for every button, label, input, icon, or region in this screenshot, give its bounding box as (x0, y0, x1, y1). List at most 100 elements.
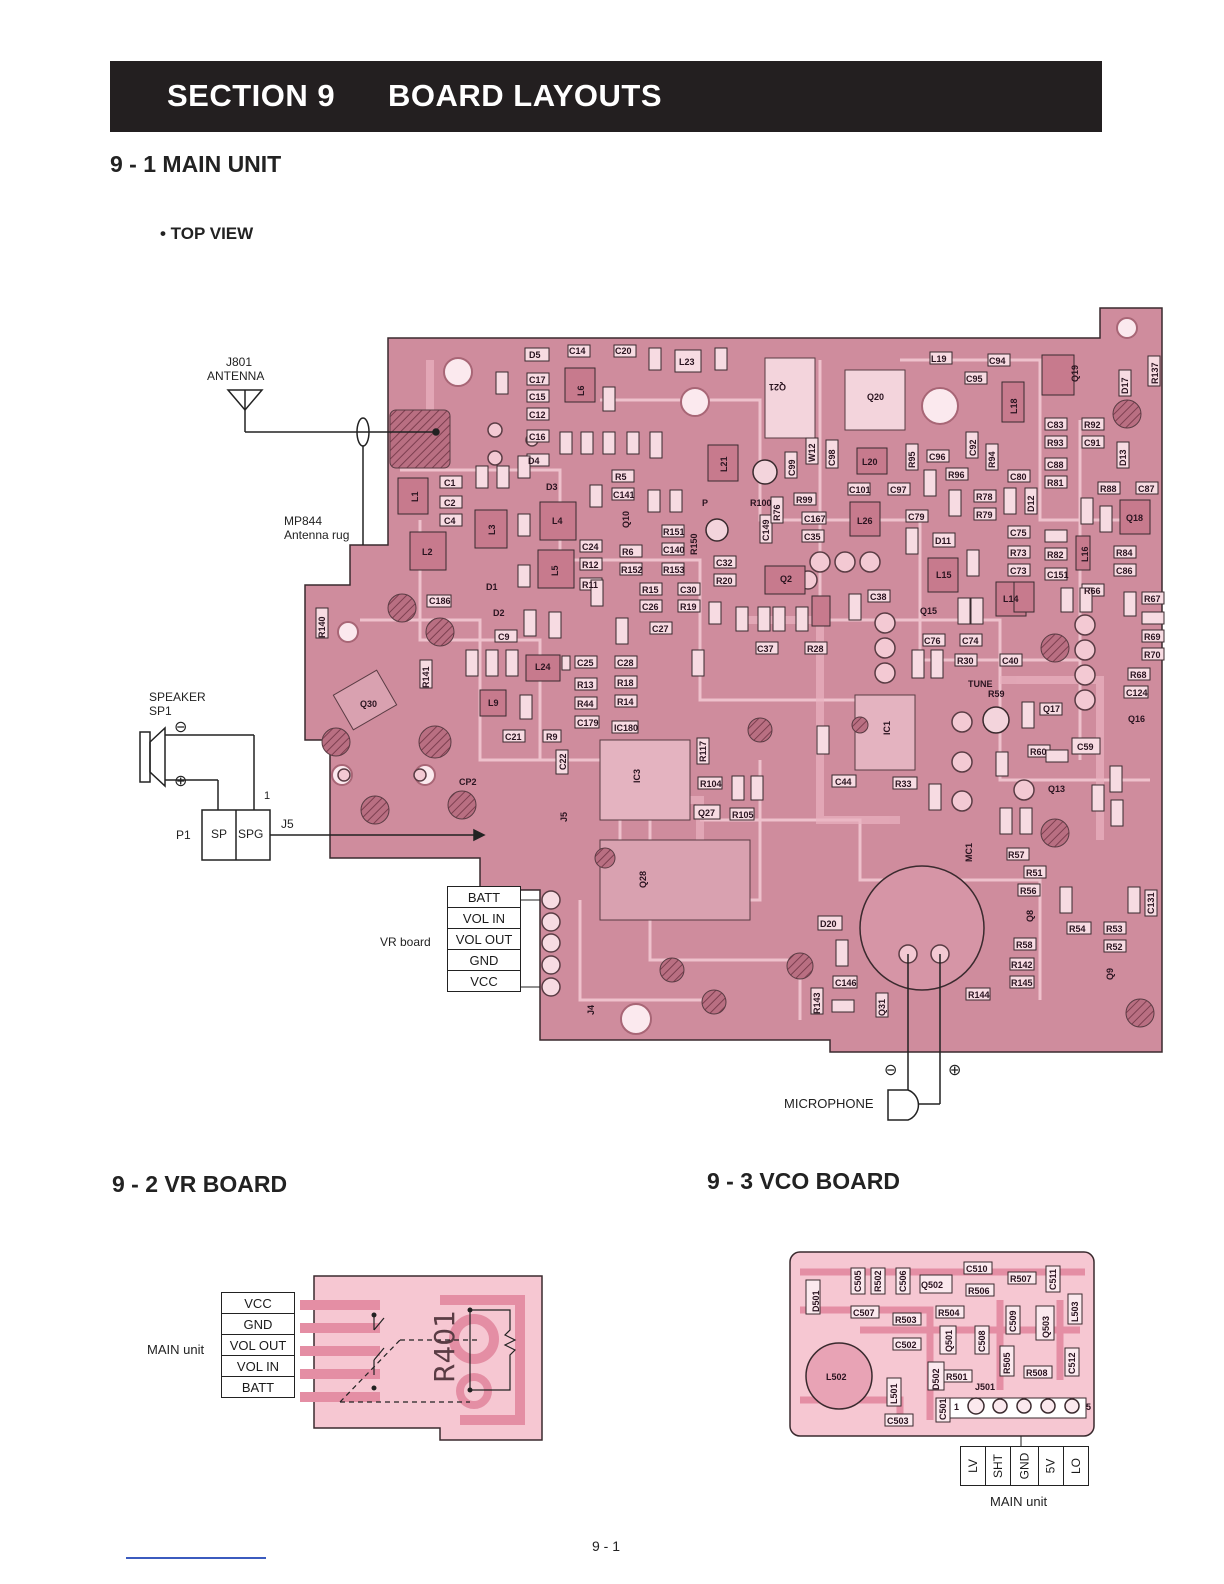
c74-label: C74 (962, 636, 979, 646)
c25-label: C25 (577, 658, 594, 668)
r60-label: R60 (1030, 747, 1047, 757)
c83-label: C83 (1047, 420, 1064, 430)
r19-label: R19 (680, 602, 697, 612)
w12-label: W12 (807, 443, 817, 462)
r82-label: R82 (1047, 550, 1064, 560)
vr-board-illustration: R401 (300, 1275, 543, 1441)
vco-board-heading: 9 - 3 VCO BOARD (707, 1168, 900, 1194)
vr-main-pin-gnd: GND (221, 1313, 295, 1335)
r104-label: R104 (700, 779, 722, 789)
c98-label: C98 (827, 449, 837, 466)
r59-label: R59 (988, 689, 1005, 699)
c86-label: C86 (1116, 566, 1133, 576)
vr-main-pin-batt: BATT (221, 1376, 295, 1398)
d20-label: D20 (820, 919, 837, 929)
l16-label: L16 (1080, 546, 1090, 562)
speaker-plus-icon: ⊕ (174, 773, 188, 790)
c167-label: C167 (804, 514, 826, 524)
vco-main-unit-label: MAIN unit (990, 1494, 1048, 1509)
q30-area (332, 669, 398, 731)
c28-label: C28 (617, 658, 634, 668)
c59-label: C59 (1077, 742, 1094, 752)
r150-pot (705, 518, 729, 542)
antenna-name: ANTENNA (207, 369, 265, 383)
speaker-name: SPEAKER (149, 690, 206, 704)
r93-label: R93 (1047, 438, 1064, 448)
c141-label: C141 (613, 490, 635, 500)
r508-label: R508 (1026, 1368, 1048, 1378)
vr-main-pin-vcc: VCC (221, 1292, 295, 1314)
c12-label: C12 (529, 410, 546, 420)
c131-label: C131 (1146, 892, 1156, 914)
c508-label: C508 (977, 1330, 987, 1352)
c80-label: C80 (1010, 472, 1027, 482)
q502-label: Q502 (921, 1280, 943, 1290)
page-number: 9 - 1 (592, 1538, 621, 1554)
ic3-label: IC3 (632, 769, 642, 783)
c21-label: C21 (505, 732, 522, 742)
vr-pin-vol-out: VOL OUT (447, 928, 521, 950)
d17-label: D17 (1120, 377, 1130, 394)
r99-label: R99 (796, 495, 813, 505)
q18-label: Q18 (1126, 513, 1143, 523)
c149-label: C149 (761, 519, 771, 541)
r54-label: R54 (1069, 924, 1086, 934)
l26-label: L26 (857, 516, 873, 526)
r13-label: R13 (577, 680, 594, 690)
r117-label: R117 (698, 741, 708, 762)
speaker-ref: SP1 (149, 704, 172, 718)
vr-board-pin-table: BATT VOL IN VOL OUT GND VCC (447, 886, 521, 992)
section-title: BOARD LAYOUTS (388, 78, 663, 113)
r28-label: R28 (807, 644, 824, 654)
r58-label: R58 (1016, 940, 1033, 950)
antenna-rug-ref: MP844 (284, 514, 323, 528)
top-view-label: • TOP VIEW (160, 224, 254, 243)
microphone-label: MICROPHONE (784, 1096, 874, 1111)
q21-label: Q21 (769, 382, 786, 392)
q28-label: Q28 (638, 871, 648, 888)
mc1-label: MC1 (964, 843, 974, 862)
ic3-area (599, 739, 691, 821)
vr-board-heading: 9 - 2 VR BOARD (112, 1171, 288, 1197)
board-reference-labels: TUNE CP2 MC1 J5 J4 P Q30 Q20 Q21 Q28 IC1… (317, 346, 1161, 1016)
r105-label: R105 (732, 810, 754, 820)
l23-label: L23 (679, 357, 695, 367)
vco-main-pin-table: LV SHT GND 5V LO (960, 1446, 1089, 1486)
mic-plus-icon: ⊕ (948, 1062, 962, 1079)
r84-label: R84 (1116, 548, 1133, 558)
r96-label: R96 (948, 470, 965, 480)
vr-main-pin-vol-out: VOL OUT (221, 1334, 295, 1356)
vco-reference-labels: D501 C505 R502 C506 Q502 C510 R506 R507 … (811, 1264, 1091, 1426)
r68-label: R68 (1130, 670, 1147, 680)
antenna-symbol (226, 389, 440, 545)
l2-label: L2 (422, 547, 433, 557)
c1-label: C1 (444, 478, 456, 488)
spg-pin-label: SPG (238, 827, 264, 841)
c179-label: C179 (577, 718, 599, 728)
ic1-label: IC1 (882, 721, 892, 735)
c101-label: C101 (849, 485, 871, 495)
c32-label: C32 (716, 558, 733, 568)
section-banner: SECTION 9 BOARD LAYOUTS (110, 61, 1102, 132)
c186-label: C186 (429, 596, 451, 606)
r81-label: R81 (1047, 478, 1064, 488)
c87-label: C87 (1138, 484, 1155, 494)
c35-label: C35 (804, 532, 821, 542)
c99-label: C99 (787, 459, 797, 476)
c509-label: C509 (1008, 1310, 1018, 1332)
r502-label: R502 (873, 1270, 883, 1292)
r11-label: R11 (582, 580, 598, 590)
speaker-minus-icon: ⊖ (174, 719, 188, 736)
component-boxes (426, 344, 1165, 1013)
c9-label: C9 (498, 632, 510, 642)
r145-label: R145 (1011, 978, 1033, 988)
c75-label: C75 (1010, 528, 1027, 538)
l503-label: L503 (1070, 1301, 1080, 1322)
c16-label: C16 (529, 432, 546, 442)
ground-pads (321, 399, 1155, 1028)
c24-label: C24 (582, 542, 599, 552)
c44-label: C44 (835, 777, 852, 787)
j4-connector-pads (541, 890, 561, 997)
r69-label: R69 (1144, 632, 1161, 642)
c20-label: C20 (615, 346, 632, 356)
